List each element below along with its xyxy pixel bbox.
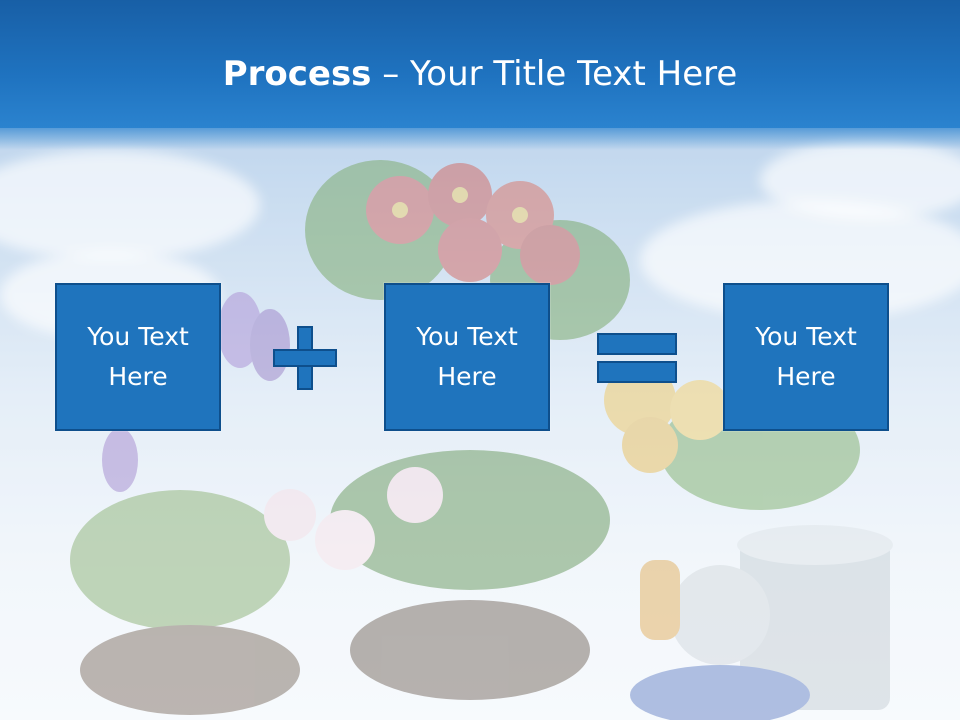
- yellow-flower: [670, 380, 730, 440]
- red-flower: [520, 225, 580, 285]
- process-box-3-text: You Text Here: [755, 322, 857, 391]
- pink-flower: [264, 489, 316, 541]
- process-box-2-text: You Text Here: [416, 322, 518, 391]
- metal-bucket: [740, 540, 890, 710]
- plus-center: [299, 351, 311, 365]
- watering-can: [670, 565, 770, 665]
- slide-title: Process – Your Title Text Here: [0, 52, 960, 96]
- flower-center: [452, 187, 468, 203]
- bucket-rim: [737, 525, 893, 565]
- cloud: [760, 140, 960, 220]
- equals-bottom-bar: [597, 361, 677, 383]
- blue-glove: [630, 665, 810, 720]
- cloud: [0, 150, 260, 260]
- soil: [80, 625, 300, 715]
- soil: [350, 600, 590, 700]
- yellow-flower: [622, 417, 678, 473]
- process-box-3[interactable]: You Text Here: [723, 283, 889, 431]
- title-rest: – Your Title Text Here: [371, 54, 738, 94]
- flower-center: [512, 207, 528, 223]
- red-flower: [438, 218, 502, 282]
- title-bar: [0, 0, 960, 150]
- foliage: [70, 490, 290, 630]
- title-bold: Process: [222, 54, 372, 94]
- process-box-2[interactable]: You Text Here: [384, 283, 550, 431]
- pink-flower: [315, 510, 375, 570]
- process-box-1-text: You Text Here: [87, 322, 189, 391]
- flower-center: [392, 202, 408, 218]
- pink-flower: [387, 467, 443, 523]
- orange-handle: [640, 560, 680, 640]
- process-box-1[interactable]: You Text Here: [55, 283, 221, 431]
- equals-top-bar: [597, 333, 677, 355]
- purple-flower: [102, 428, 138, 492]
